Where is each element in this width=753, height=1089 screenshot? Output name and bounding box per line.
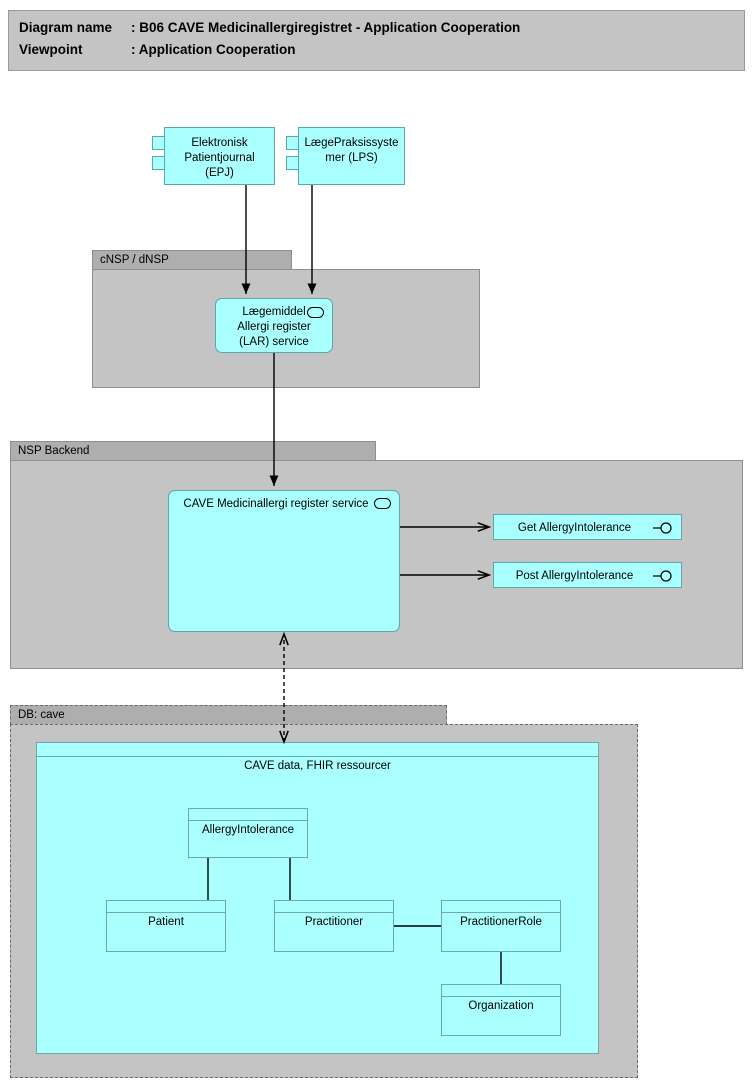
entity-header-strip [275, 901, 393, 913]
entity-name: AllergyIntolerance [201, 824, 295, 836]
entity-header-strip [442, 901, 560, 913]
component-lps-body[interactable]: LægePraksissyste mer (LPS) [298, 127, 405, 185]
viewpoint-value: Application Cooperation [138, 42, 296, 57]
interface-post-allergyintolerance[interactable]: Post AllergyIntolerance [493, 562, 682, 588]
service-lar[interactable]: Lægemiddel Allergi register (LAR) servic… [215, 298, 333, 353]
cave-data-header-strip [37, 743, 598, 757]
entity-header-strip [442, 985, 560, 997]
entity-allergyintolerance[interactable]: AllergyIntolerance [188, 808, 308, 858]
component-epj-body[interactable]: Elektronisk Patientjournal (EPJ) [164, 127, 275, 185]
viewpoint-separator: : [131, 42, 139, 57]
lollipop-interface-icon [653, 570, 672, 582]
cave-data-title: CAVE data, FHIR ressourcer [244, 760, 391, 772]
service-cave-register-label: CAVE Medicinallergi register service [183, 498, 369, 510]
diagram-name-separator: : [131, 20, 140, 35]
group-nsp-backend-title: NSP Backend [10, 441, 376, 461]
diagram-header-banner: Diagram name: B06 CAVE Medicinallergireg… [8, 10, 745, 71]
group-db-cave-title: DB: cave [10, 705, 447, 725]
entity-header-strip [107, 901, 225, 913]
viewpoint-line: Viewpoint: Application Cooperation [19, 42, 296, 57]
diagram-name-label: Diagram name [19, 20, 113, 35]
entity-name: Organization [468, 1000, 534, 1012]
entity-practitionerrole[interactable]: PractitionerRole [441, 900, 561, 952]
diagram-name-value: B06 CAVE Medicinallergiregistret - Appli… [139, 20, 521, 35]
interface-get-allergyintolerance-label: Get AllergyIntolerance [517, 522, 632, 534]
interface-get-allergyintolerance[interactable]: Get AllergyIntolerance [493, 514, 682, 540]
viewpoint-label: Viewpoint [19, 42, 83, 57]
service-oval-icon [374, 498, 391, 509]
entity-organization[interactable]: Organization [441, 984, 561, 1036]
service-lar-label: Lægemiddel Allergi register (LAR) servic… [237, 306, 311, 348]
lollipop-interface-icon [653, 522, 672, 534]
group-cnsp-dnsp-title: cNSP / dNSP [92, 250, 292, 270]
entity-name: PractitionerRole [460, 916, 542, 928]
component-epj-label: Elektronisk Patientjournal (EPJ) [184, 137, 255, 179]
entity-name: Patient [148, 916, 184, 928]
diagram-name-line: Diagram name: B06 CAVE Medicinallergireg… [19, 20, 520, 35]
entity-practitioner[interactable]: Practitioner [274, 900, 394, 952]
interface-post-allergyintolerance-label: Post AllergyIntolerance [515, 570, 634, 582]
service-oval-icon [307, 307, 324, 318]
entity-name: Practitioner [304, 916, 364, 928]
service-cave-register[interactable]: CAVE Medicinallergi register service [168, 490, 400, 632]
component-lps-label: LægePraksissyste mer (LPS) [304, 137, 399, 164]
entity-patient[interactable]: Patient [106, 900, 226, 952]
entity-header-strip [189, 809, 307, 821]
